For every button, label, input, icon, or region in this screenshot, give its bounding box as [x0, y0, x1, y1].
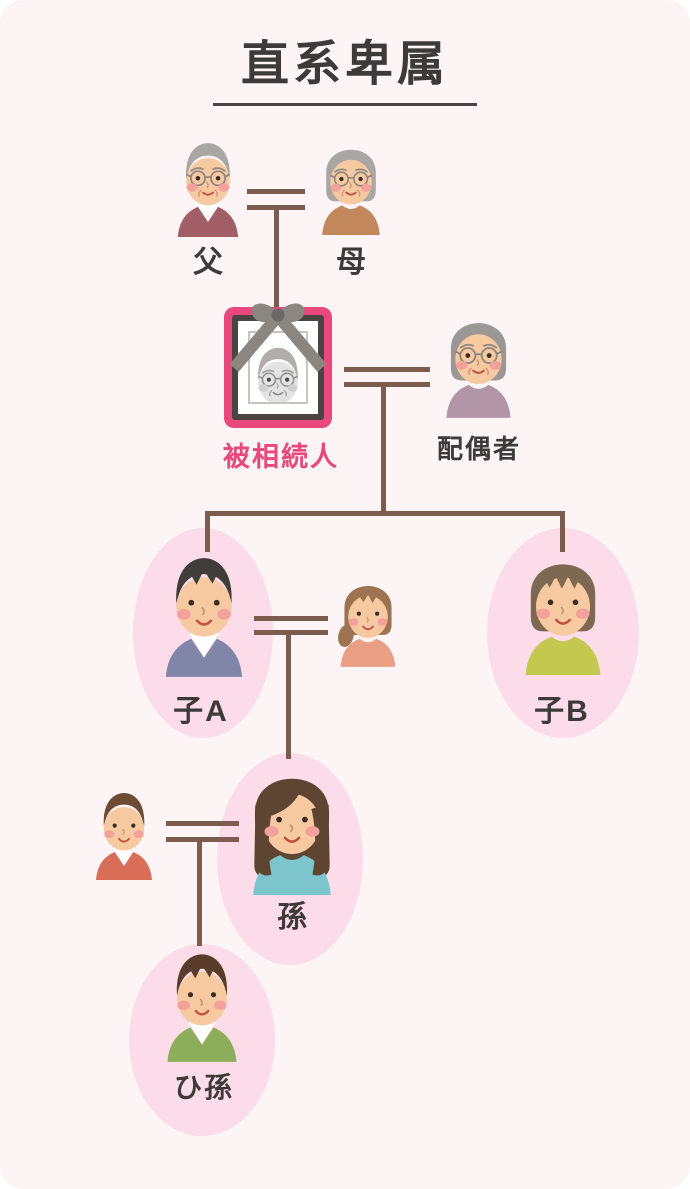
portrait-mat-border [248, 331, 308, 404]
child-a-marriage-line-top [254, 616, 328, 621]
grandchild-marriage-line-top [166, 821, 239, 826]
mourning-ribbon-icon [229, 303, 327, 372]
grandchild-to-great-grandchild-line [197, 840, 202, 946]
father-figure [166, 128, 250, 237]
child-a-to-grandchild-line [286, 633, 291, 759]
deceased-marriage-line-bottom [344, 382, 430, 387]
parents-to-deceased-line [274, 207, 279, 308]
deceased-marriage-line-top [344, 367, 430, 372]
great-grandchild-figure [154, 937, 250, 1062]
label-child-a: 子A [173, 695, 229, 728]
grandchild-husband-figure [85, 779, 163, 880]
child-a-wife-figure [330, 568, 406, 667]
branch-drop-child-a [205, 511, 210, 552]
label-father: 父 [193, 246, 225, 279]
label-great-grandchild: ひ孫 [173, 1072, 235, 1103]
label-deceased: 被相続人 [223, 442, 339, 472]
label-child-b: 子B [534, 695, 590, 728]
branch-drop-child-b [560, 511, 565, 552]
child-b-figure [511, 540, 615, 675]
spouse-figure [434, 302, 523, 418]
mother-figure [311, 131, 391, 235]
memorial-portrait-frame [224, 303, 332, 428]
label-mother: 母 [336, 246, 368, 279]
child-a-marriage-line-bottom [254, 630, 328, 635]
parents-marriage-line-top [247, 189, 305, 194]
child-a-figure [151, 539, 257, 677]
label-spouse: 配偶者 [436, 434, 522, 464]
grandchild-marriage-line-bottom [166, 837, 239, 842]
grandchild-figure [238, 755, 346, 895]
label-grandchild: 孫 [277, 901, 309, 934]
deceased-photo-figure [250, 334, 306, 402]
children-branch-line [205, 511, 565, 516]
deceased-to-branch-line [381, 385, 386, 513]
title-wrap: 直系卑属 [0, 24, 690, 106]
page-title: 直系卑属 [212, 24, 477, 106]
